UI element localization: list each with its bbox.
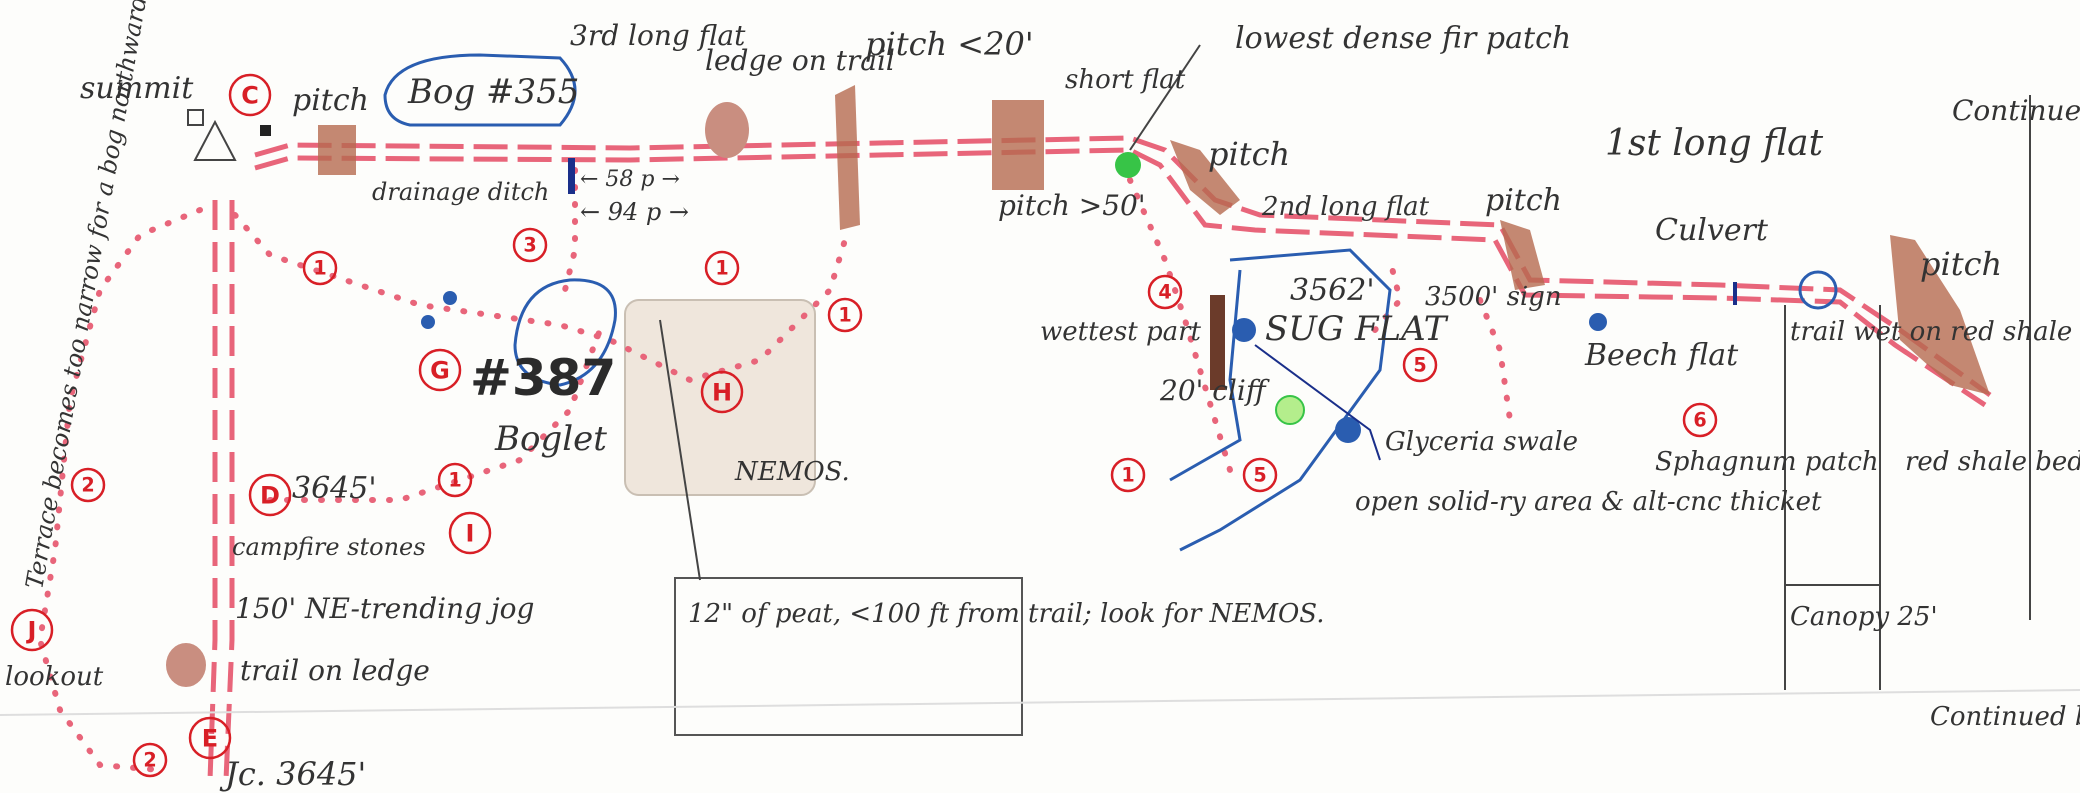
- label-ne-jog: 150' NE-trending jog: [235, 592, 534, 625]
- number-marker-3: 1: [704, 250, 740, 286]
- number-marker-12-text: 6: [1693, 409, 1706, 432]
- number-marker-7: 2: [132, 742, 168, 778]
- label-elevation-3562: 3562': [1290, 273, 1375, 308]
- number-marker-11-text: 5: [1413, 354, 1426, 377]
- waypoint-d: D: [248, 473, 292, 517]
- label-trail-wet: trail wet on red shale ledge: [1790, 317, 2080, 347]
- label-pitch-right-1: pitch: [1485, 183, 1562, 218]
- peat-note-leader: [659, 319, 701, 581]
- number-marker-1: 1: [302, 250, 338, 286]
- summit-symbol: [187, 109, 271, 161]
- label-pitch-right-2: pitch: [1920, 245, 2002, 283]
- label-first-long-flat: 1st long flat: [1605, 123, 1824, 164]
- number-marker-6-text: 2: [81, 474, 94, 497]
- waypoint-e: E: [188, 716, 232, 760]
- waypoint-g-text: G: [430, 356, 450, 384]
- label-pitch-gt50: pitch >50': [998, 189, 1146, 222]
- pasted-note-text: NEMOS.: [734, 457, 850, 487]
- number-marker-9: 4: [1147, 274, 1183, 310]
- number-marker-2: 1: [437, 462, 473, 498]
- waypoint-i: I: [448, 511, 492, 555]
- label-canopy: Canopy 25': [1790, 602, 1938, 632]
- label-distance-58: ← 58 p →: [580, 167, 680, 192]
- number-marker-5: 1: [1110, 457, 1146, 493]
- label-culvert: Culvert: [1655, 213, 1769, 248]
- paper-fold: [0, 689, 2080, 716]
- ledge-marker: [705, 102, 749, 158]
- label-wettest-part: wettest part: [1040, 317, 1202, 347]
- label-cliff: 20' cliff: [1159, 374, 1270, 407]
- waypoint-h: H: [700, 370, 744, 414]
- number-marker-2-text: 1: [448, 469, 461, 492]
- label-third-long-flat: 3rd long flat: [570, 19, 746, 52]
- waypoint-markers: C D E G H I J: [10, 73, 744, 760]
- number-marker-12: 6: [1682, 402, 1718, 438]
- trail-wet-box: [1784, 305, 1881, 690]
- main-trail: [207, 135, 1992, 781]
- label-sug-flat: SUG FLAT: [1265, 309, 1449, 349]
- label-sphagnum-patch: Sphagnum patch: [1655, 447, 1879, 477]
- number-marker-8-text: 3: [523, 234, 536, 257]
- label-peat-note: 12" of peat, <100 ft from trail; look fo…: [688, 599, 1324, 629]
- number-marker-3-text: 1: [715, 257, 728, 280]
- peat-note-box: [674, 577, 1023, 736]
- waypoint-j: J: [10, 608, 54, 652]
- side-trails-dotted: [36, 167, 1513, 773]
- label-second-long-flat: 2nd long flat: [1261, 192, 1430, 222]
- fir-note-leader: [1129, 44, 1201, 151]
- label-continued: Continued: [1952, 94, 2080, 127]
- number-marker-1-text: 1: [313, 257, 326, 280]
- waypoint-d-text: D: [260, 481, 280, 509]
- number-marker-4-text: 1: [838, 304, 851, 327]
- label-red-shale-bedrock: red shale bedrock exposed: [1905, 447, 2080, 477]
- label-pitch-lt20: pitch <20': [865, 25, 1034, 63]
- label-3500-sign: 3500' sign: [1425, 282, 1562, 312]
- number-marker-7-text: 2: [143, 749, 156, 772]
- trail-on-ledge-marker: [166, 643, 206, 687]
- number-marker-5-text: 1: [1121, 464, 1134, 487]
- waypoint-e-text: E: [202, 724, 218, 752]
- label-lookout: lookout: [5, 662, 104, 692]
- wettest-part-bar: [1210, 295, 1225, 390]
- number-marker-10-text: 5: [1253, 464, 1266, 487]
- label-continued-below: Continued below: [1930, 702, 2080, 732]
- number-marker-11: 5: [1402, 347, 1438, 383]
- number-marker-6: 2: [70, 467, 106, 503]
- label-boglet: Boglet: [494, 419, 607, 459]
- label-pitch-top-left: pitch: [292, 83, 369, 118]
- waypoint-h-text: H: [712, 378, 732, 406]
- label-junction-3645: Jc. 3645': [219, 755, 366, 793]
- label-drainage-ditch: drainage ditch: [372, 178, 549, 206]
- label-summit: summit: [80, 71, 194, 106]
- number-markers: 1 1 1 1 1 2 2 3 4 5 5 6: [70, 227, 1718, 778]
- lowest-fir-marker: [1115, 152, 1141, 178]
- label-short-flat: short flat: [1065, 65, 1186, 95]
- label-bog-355: Bog #355: [407, 72, 579, 112]
- label-campfire-stones: campfire stones: [232, 533, 426, 561]
- waypoint-g: G: [418, 348, 462, 392]
- waypoint-j-text: J: [26, 616, 37, 644]
- number-marker-9-text: 4: [1158, 281, 1171, 304]
- waypoint-c: C: [228, 73, 272, 117]
- label-glyceria-swale: Glyceria swale: [1385, 427, 1578, 457]
- label-distance-94: ← 94 p →: [580, 198, 689, 226]
- label-open-area-thicket: open solid-ry area & alt-cnc thicket: [1355, 487, 1822, 517]
- number-marker-4: 1: [827, 297, 863, 333]
- number-marker-10: 5: [1242, 457, 1278, 493]
- label-bog-387: #387: [470, 349, 616, 407]
- label-ledge-on-trail: ledge on trail: [705, 44, 895, 77]
- label-beech-flat: Beech flat: [1584, 338, 1739, 373]
- label-pitch-mid: pitch: [1208, 135, 1290, 173]
- waypoint-c-text: C: [241, 81, 259, 109]
- number-marker-8: 3: [512, 227, 548, 263]
- label-trail-on-ledge: trail on ledge: [240, 654, 430, 687]
- label-lowest-fir-patch: lowest dense fir patch: [1235, 21, 1571, 56]
- label-elevation-3645: 3645': [292, 471, 377, 506]
- pitch-shading: [318, 85, 1990, 395]
- wetland-outlines: [383, 53, 1838, 552]
- sug-flat-green-marker: [1275, 395, 1305, 425]
- waypoint-i-text: I: [466, 519, 475, 547]
